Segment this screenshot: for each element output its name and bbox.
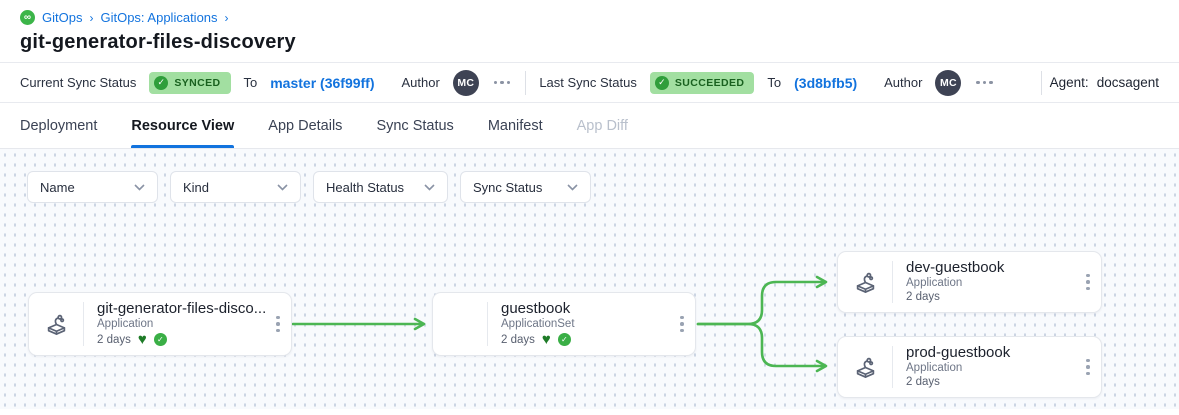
- tab-bar: Deployment Resource View App Details Syn…: [0, 103, 1179, 149]
- check-circle-icon: ✓: [654, 75, 669, 90]
- succeeded-badge-label: SUCCEEDED: [674, 76, 745, 89]
- chevron-down-icon: [567, 183, 578, 191]
- graph-connectors: [291, 275, 828, 373]
- node-title: prod-guestbook: [906, 344, 1011, 361]
- more-actions-icon[interactable]: [492, 77, 513, 89]
- node-menu-icon[interactable]: [669, 293, 695, 355]
- divider: [525, 70, 527, 95]
- agent-label: Agent:: [1049, 75, 1089, 90]
- filter-health-status[interactable]: Health Status: [313, 171, 448, 203]
- tab-resource-view[interactable]: Resource View: [131, 103, 234, 148]
- node-menu-icon[interactable]: [265, 293, 291, 355]
- succeeded-badge: ✓ SUCCEEDED: [649, 71, 755, 94]
- node-age: 2 days: [501, 333, 535, 346]
- filter-row: Name Kind Health Status Sync Status: [27, 171, 591, 203]
- agent-value: docsagent: [1096, 75, 1159, 90]
- check-circle-icon: ✓: [154, 75, 169, 90]
- tab-app-details[interactable]: App Details: [268, 117, 343, 134]
- node-kind: Application: [906, 362, 963, 374]
- node-menu-icon[interactable]: [1075, 252, 1101, 312]
- filter-sync-status[interactable]: Sync Status: [460, 171, 591, 203]
- health-heart-icon: ♥: [541, 331, 551, 348]
- more-actions-icon[interactable]: [974, 77, 995, 89]
- node-menu-icon[interactable]: [1075, 337, 1101, 397]
- breadcrumb-separator: ›: [89, 10, 94, 25]
- node-title: dev-guestbook: [906, 259, 1005, 276]
- to-label: To: [767, 75, 782, 90]
- author-label: Author: [884, 75, 923, 90]
- application-icon: [856, 357, 874, 378]
- author-avatar: MC: [935, 69, 962, 96]
- breadcrumb: ∞ GitOps › GitOps: Applications ›: [20, 10, 1159, 25]
- resource-graph: Name Kind Health Status Sync Status git-…: [0, 149, 1179, 409]
- tab-sync-status[interactable]: Sync Status: [376, 117, 454, 134]
- node-age: 2 days: [97, 333, 131, 346]
- synced-badge: ✓ SYNCED: [149, 71, 231, 94]
- divider: [892, 261, 893, 303]
- filter-sync-status-label: Sync Status: [473, 179, 543, 195]
- page-header: ∞ GitOps › GitOps: Applications › git-ge…: [0, 0, 1179, 62]
- gitops-logo-icon: ∞: [20, 10, 35, 25]
- application-icon: [47, 314, 65, 335]
- divider: [892, 346, 893, 388]
- status-bar: Current Sync Status ✓ SYNCED To master (…: [0, 62, 1179, 103]
- tab-deployment[interactable]: Deployment: [20, 117, 98, 134]
- node-kind: Application: [906, 277, 963, 289]
- filter-kind-label: Kind: [183, 179, 210, 195]
- author-avatar: MC: [452, 69, 479, 96]
- breadcrumb-link-gitops[interactable]: GitOps: [42, 10, 83, 25]
- graph-node-guestbook[interactable]: guestbook ApplicationSet 2 days ♥ ✓: [432, 292, 696, 356]
- node-kind: Application: [97, 318, 154, 330]
- application-icon: [856, 272, 874, 293]
- synced-badge-label: SYNCED: [174, 76, 221, 89]
- page-title: git-generator-files-discovery: [20, 31, 296, 53]
- breadcrumb-separator: ›: [224, 10, 229, 25]
- breadcrumb-link-applications[interactable]: GitOps: Applications: [100, 10, 218, 25]
- last-sync-status-label: Last Sync Status: [539, 75, 637, 90]
- to-label: To: [243, 75, 258, 90]
- tab-manifest[interactable]: Manifest: [487, 117, 543, 134]
- node-age: 2 days: [906, 291, 940, 303]
- sync-check-icon: ✓: [557, 333, 571, 346]
- chevron-down-icon: [424, 183, 435, 191]
- node-title: guestbook: [501, 300, 571, 317]
- filter-health-status-label: Health Status: [326, 179, 405, 195]
- divider: [1040, 70, 1042, 95]
- current-sync-status-label: Current Sync Status: [20, 75, 137, 90]
- author-label: Author: [401, 75, 440, 90]
- tab-app-diff: App Diff: [576, 117, 628, 134]
- chevron-down-icon: [277, 183, 288, 191]
- graph-node-prod-guestbook[interactable]: prod-guestbook Application 2 days ♥ ✓: [837, 336, 1102, 398]
- node-kind: ApplicationSet: [501, 318, 575, 330]
- health-heart-icon: ♥: [137, 331, 147, 348]
- node-title: git-generator-files-disco...: [97, 300, 265, 317]
- filter-name-label: Name: [40, 179, 75, 195]
- node-age: 2 days: [906, 376, 940, 388]
- filter-name[interactable]: Name: [27, 171, 158, 203]
- sync-check-icon: ✓: [153, 333, 167, 346]
- chevron-down-icon: [134, 183, 145, 191]
- filter-kind[interactable]: Kind: [170, 171, 301, 203]
- graph-node-git-generator[interactable]: git-generator-files-disco... Application…: [28, 292, 292, 356]
- graph-node-dev-guestbook[interactable]: dev-guestbook Application 2 days ♥ ✓: [837, 251, 1102, 313]
- current-revision-link[interactable]: master (36f99ff): [270, 74, 375, 91]
- divider: [83, 302, 84, 346]
- divider: [487, 302, 488, 346]
- last-revision-link[interactable]: (3d8bfb5): [794, 74, 858, 91]
